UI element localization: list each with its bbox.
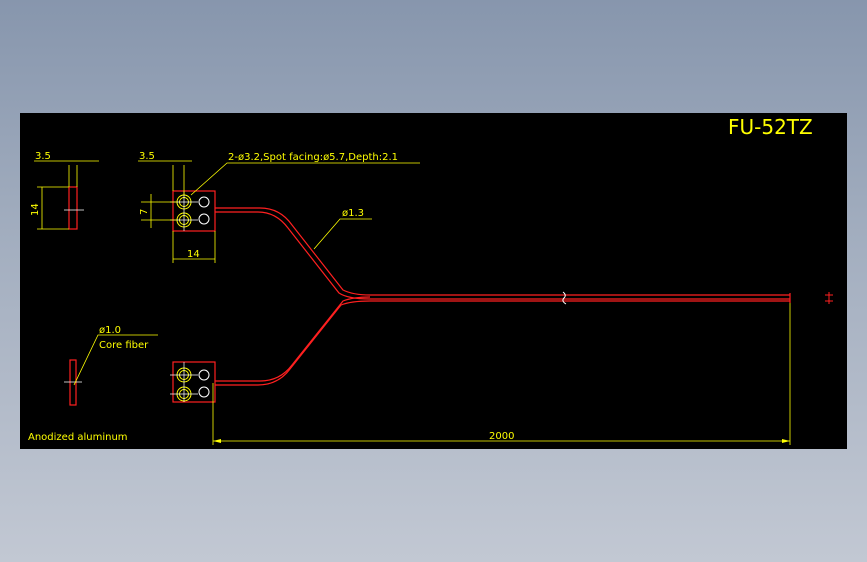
cable-diameter-label: ø1.3 [342,208,364,219]
fiber-port [198,196,210,208]
dimension-arrow [782,439,790,443]
length-label: 2000 [489,431,514,442]
lower-fiber-outline [215,296,371,382]
core-fiber-outline [69,359,77,406]
core-fiber-detail: ø1.0 Core fiber [64,325,158,406]
hole-spec-leader [190,162,420,196]
material-note: Anodized aluminum [28,432,128,443]
drawing-title: FU-52TZ [728,115,813,139]
side-height-label: 14 [30,203,41,216]
cable-diameter-leader [313,218,372,250]
head-outline [172,361,216,403]
head-width-left-label: 3.5 [139,151,155,162]
hole-spec-label: 2-ø3.2,Spot facing:ø5.7,Depth:2.1 [228,152,398,163]
cad-drawing-canvas: FU-52TZ 3.5 14 3.5 7 [20,113,847,449]
core-fiber-label: Core fiber [99,340,149,351]
side-view-outline [68,186,78,230]
head-pitch-label: 7 [139,209,150,215]
side-view: 3.5 14 [30,151,99,230]
head-width-label: 14 [187,249,200,260]
break-mark [562,291,567,305]
head-outline [172,190,216,232]
fiber-port [198,213,210,225]
side-width-label: 3.5 [35,151,51,162]
fiber-cable-assembly: ø1.3 [215,207,833,386]
dimension-arrow [213,439,221,443]
upper-fiber-outline [215,207,790,296]
core-diameter-label: ø1.0 [99,325,121,336]
lower-sensor-head [170,361,216,403]
cad-drawing: FU-52TZ 3.5 14 3.5 7 [28,115,833,445]
fiber-port [198,369,210,381]
upper-fiber-outline [215,211,790,300]
upper-sensor-head: 3.5 7 14 2-ø3.2,Spot facing:ø5.7,Depth:2… [138,151,420,263]
lower-fiber-outline [215,300,371,386]
core-leader [73,334,158,386]
fiber-port [198,386,210,398]
length-dimension: 2000 [212,303,791,445]
